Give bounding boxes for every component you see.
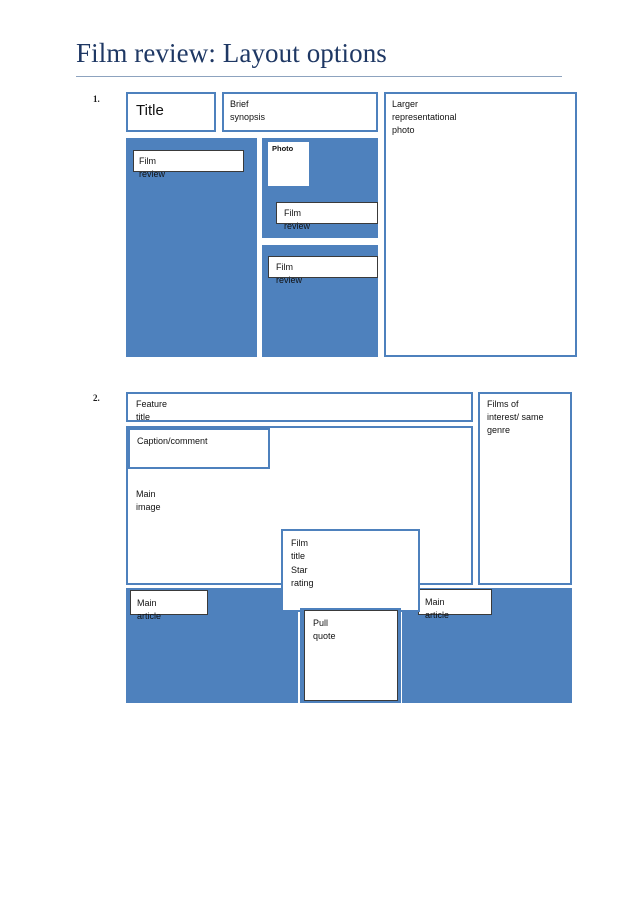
layout2-main-article-right-label: Main article bbox=[425, 597, 450, 620]
layout2-films-of-interest-box bbox=[478, 392, 572, 585]
layout1-larger-photo-label: Larger representational photo bbox=[392, 99, 457, 135]
layout2-caption-comment-label: Caption/comment bbox=[137, 436, 208, 446]
layout1-photo-box bbox=[266, 140, 311, 188]
title-divider bbox=[76, 76, 562, 77]
layout1-larger-photo-box bbox=[384, 92, 577, 357]
layout2-caption-comment-box bbox=[128, 428, 270, 469]
layout2-film-title-label: Film title bbox=[291, 538, 308, 561]
layout1-left-column-block bbox=[126, 138, 257, 357]
layout1-brief-synopsis-box bbox=[222, 92, 378, 132]
layout2-main-article-left-box bbox=[130, 590, 208, 615]
layout2-feature-title-label: Feature title bbox=[136, 399, 168, 422]
page-title: Film review: Layout options bbox=[76, 38, 387, 68]
layout2-pull-quote-label: Pull quote bbox=[313, 618, 336, 641]
layout1-brief-synopsis-label: Brief synopsis bbox=[230, 99, 266, 122]
layout-1-marker: 1. bbox=[93, 94, 100, 104]
layout1-film-review-low-label: Film review bbox=[276, 262, 303, 285]
layout1-title-box bbox=[126, 92, 216, 132]
layout1-film-review-mid-box bbox=[276, 202, 378, 224]
layout2-feature-title-box bbox=[126, 392, 473, 422]
layout1-photo-label: Photo bbox=[272, 144, 294, 153]
layout-2-marker: 2. bbox=[93, 393, 100, 403]
layout2-films-of-interest-label: Films of interest/ same genre bbox=[487, 399, 544, 435]
layout1-film-review-low-box bbox=[268, 256, 378, 278]
layout1-title-label: Title bbox=[136, 102, 164, 119]
layout1-film-review-mid-label: Film review bbox=[284, 208, 311, 231]
layout1-film-review-left-box bbox=[133, 150, 244, 172]
layout2-main-article-left-label: Main article bbox=[137, 598, 162, 621]
layout1-film-review-left-label: Film review bbox=[139, 156, 166, 179]
layout2-star-rating-label: Star rating bbox=[291, 565, 314, 588]
layout2-main-image-label: Main image bbox=[136, 489, 161, 512]
layout2-pull-quote-box bbox=[304, 610, 398, 701]
